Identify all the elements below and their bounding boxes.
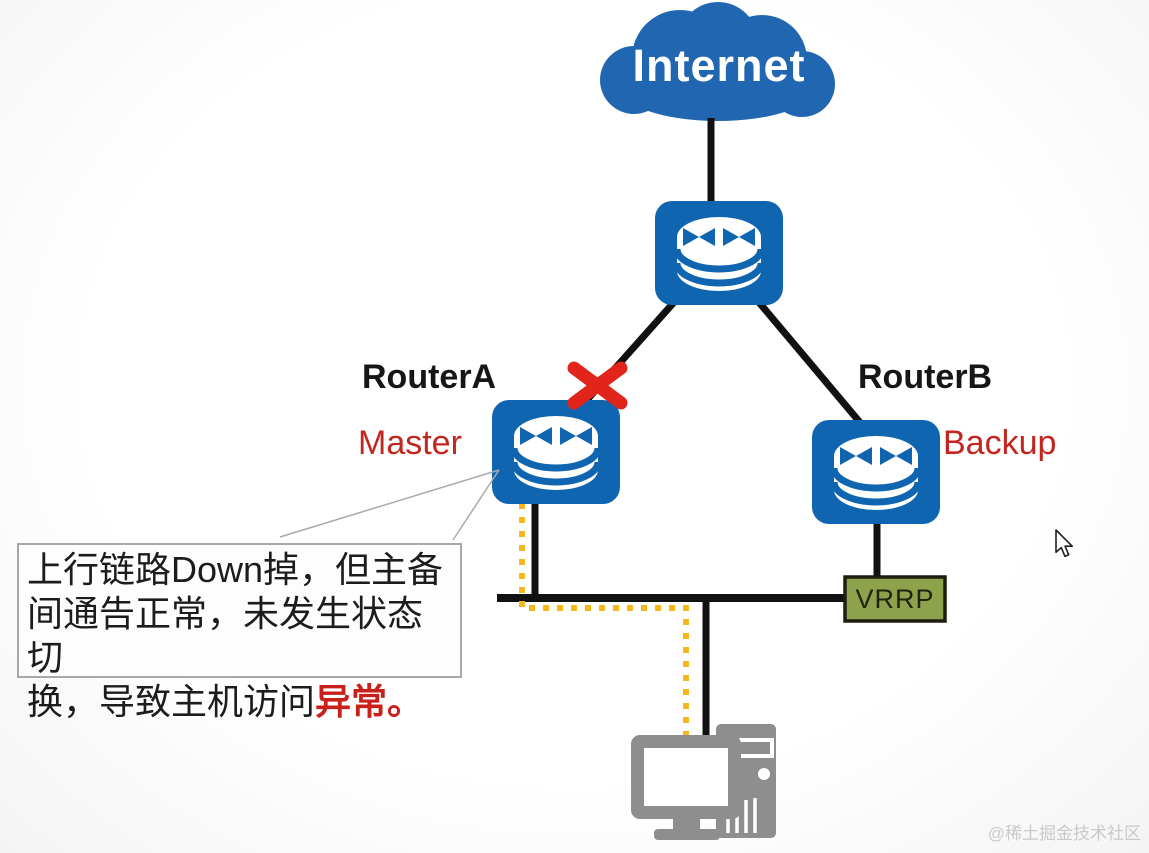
vrrp-label: VRRP [855, 584, 935, 614]
internet-label: Internet [632, 40, 806, 91]
vrrp-box [843, 575, 947, 623]
annotation-highlight: 异常。 [315, 681, 424, 722]
router-b-role-label: Backup [943, 424, 1057, 462]
router-b-label: RouterB [858, 358, 993, 396]
traffic-path-dotted [519, 458, 689, 737]
host-pc-icon [631, 724, 776, 840]
router-a-label: RouterA [362, 358, 497, 396]
core-router-icon [655, 201, 783, 305]
link-core-router-b [754, 297, 866, 429]
internet-cloud-icon [600, 2, 835, 121]
annotation-callout-lines [279, 469, 500, 541]
annotation-line-2: 间通告正常，未发生状态切 [27, 593, 424, 678]
router-a-role-label: Master [358, 424, 462, 462]
annotation-box: 上行链路Down掉，但主备 间通告正常，未发生状态切 换，导致主机访问异常。 [17, 543, 462, 722]
router-a-icon [492, 400, 620, 504]
annotation-line-1: 上行链路Down掉，但主备 [27, 549, 444, 590]
annotation-line-3-text: 换，导致主机访问 [27, 681, 316, 722]
mouse-cursor [1055, 529, 1074, 558]
watermark-text: @稀土掘金技术社区 [987, 824, 1141, 843]
router-b-icon [812, 420, 940, 524]
annotation-line-3: 换，导致主机访问异常。 [27, 680, 454, 724]
link-failure-x-icon [567, 361, 628, 410]
